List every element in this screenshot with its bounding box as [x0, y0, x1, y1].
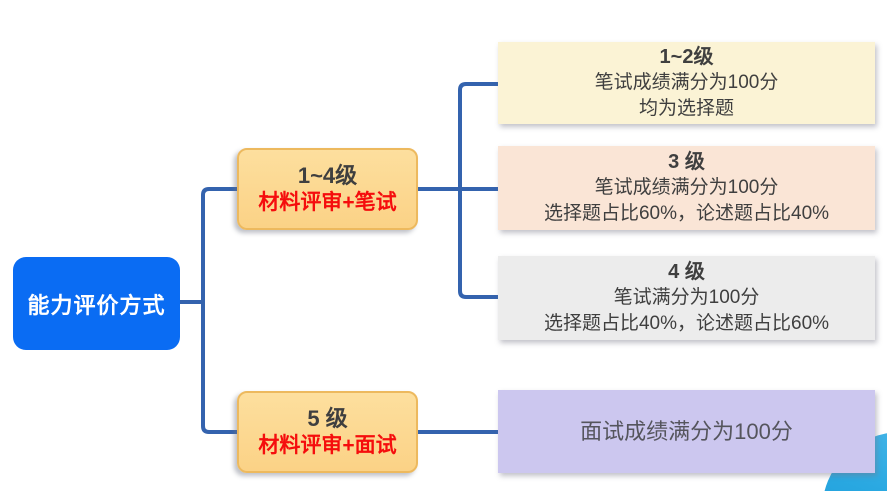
branch-subtitle-prefix: 材料评审+ — [258, 191, 355, 214]
leaf-line: 笔试满分为100分 — [613, 287, 760, 308]
leaf-line: 均为选择题 — [638, 98, 734, 119]
leaf-node-interview: 面试成绩满分为100分 — [498, 390, 875, 473]
branch-node-levels-1-4: 1~4级 材料评审+笔试 — [237, 148, 418, 230]
wire-right-bracket — [458, 82, 498, 299]
root-label: 能力评价方式 — [27, 292, 166, 318]
branch-subtitle-emphasis: 笔试 — [354, 191, 397, 214]
leaf-line: 面试成绩满分为100分 — [580, 418, 793, 444]
leaf-line: 选择题占比60%，论述题占比40% — [543, 203, 830, 224]
root-node-evaluation-method: 能力评价方式 — [13, 257, 180, 350]
leaf-node-level-3: 3 级 笔试成绩满分为100分 选择题占比60%，论述题占比40% — [498, 146, 875, 230]
leaf-line: 笔试成绩满分为100分 — [594, 72, 779, 93]
leaf-line: 选择题占比40%，论述题占比60% — [543, 313, 830, 334]
branch-subtitle-emphasis: 面试 — [354, 434, 397, 457]
leaf-title: 4 级 — [668, 261, 705, 283]
branch-node-level-5: 5 级 材料评审+面试 — [237, 391, 418, 473]
branch-subtitle: 材料评审+面试 — [258, 432, 396, 459]
branch-subtitle: 材料评审+笔试 — [258, 189, 396, 216]
leaf-node-level-4: 4 级 笔试满分为100分 选择题占比40%，论述题占比60% — [498, 256, 875, 340]
leaf-line: 笔试成绩满分为100分 — [594, 177, 779, 198]
branch-title: 1~4级 — [297, 163, 358, 188]
leaf-title: 1~2级 — [659, 46, 714, 68]
leaf-node-levels-1-2: 1~2级 笔试成绩满分为100分 均为选择题 — [498, 42, 875, 124]
branch-subtitle-prefix: 材料评审+ — [258, 434, 355, 457]
wire-left-bracket — [201, 187, 237, 434]
leaf-title: 3 级 — [668, 151, 705, 173]
branch-title: 5 级 — [307, 406, 348, 431]
